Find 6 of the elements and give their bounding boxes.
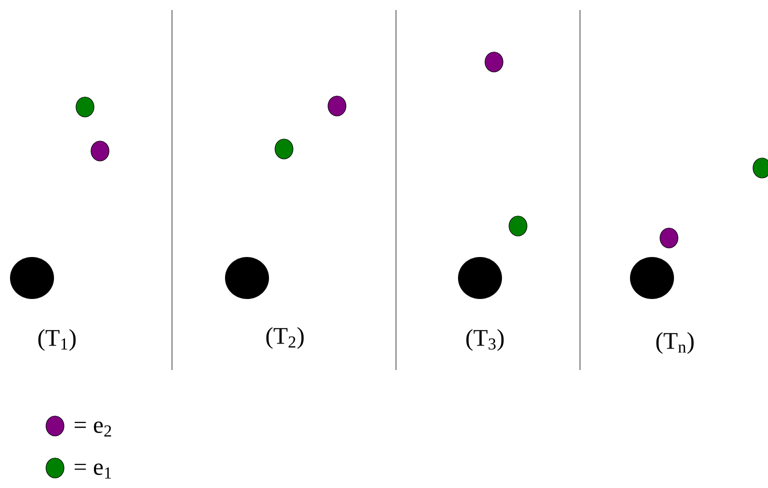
legend-label: = e$_{2}$: [74, 422, 112, 436]
legend-label: = e$_{1}$: [74, 464, 111, 478]
panel-label: (T$_{n}$): [656, 332, 694, 354]
panel-label: (T$_{1}$): [38, 329, 76, 351]
panel-label: (T$_{2}$): [266, 327, 304, 349]
panel-label: (T$_{3}$): [466, 329, 504, 351]
